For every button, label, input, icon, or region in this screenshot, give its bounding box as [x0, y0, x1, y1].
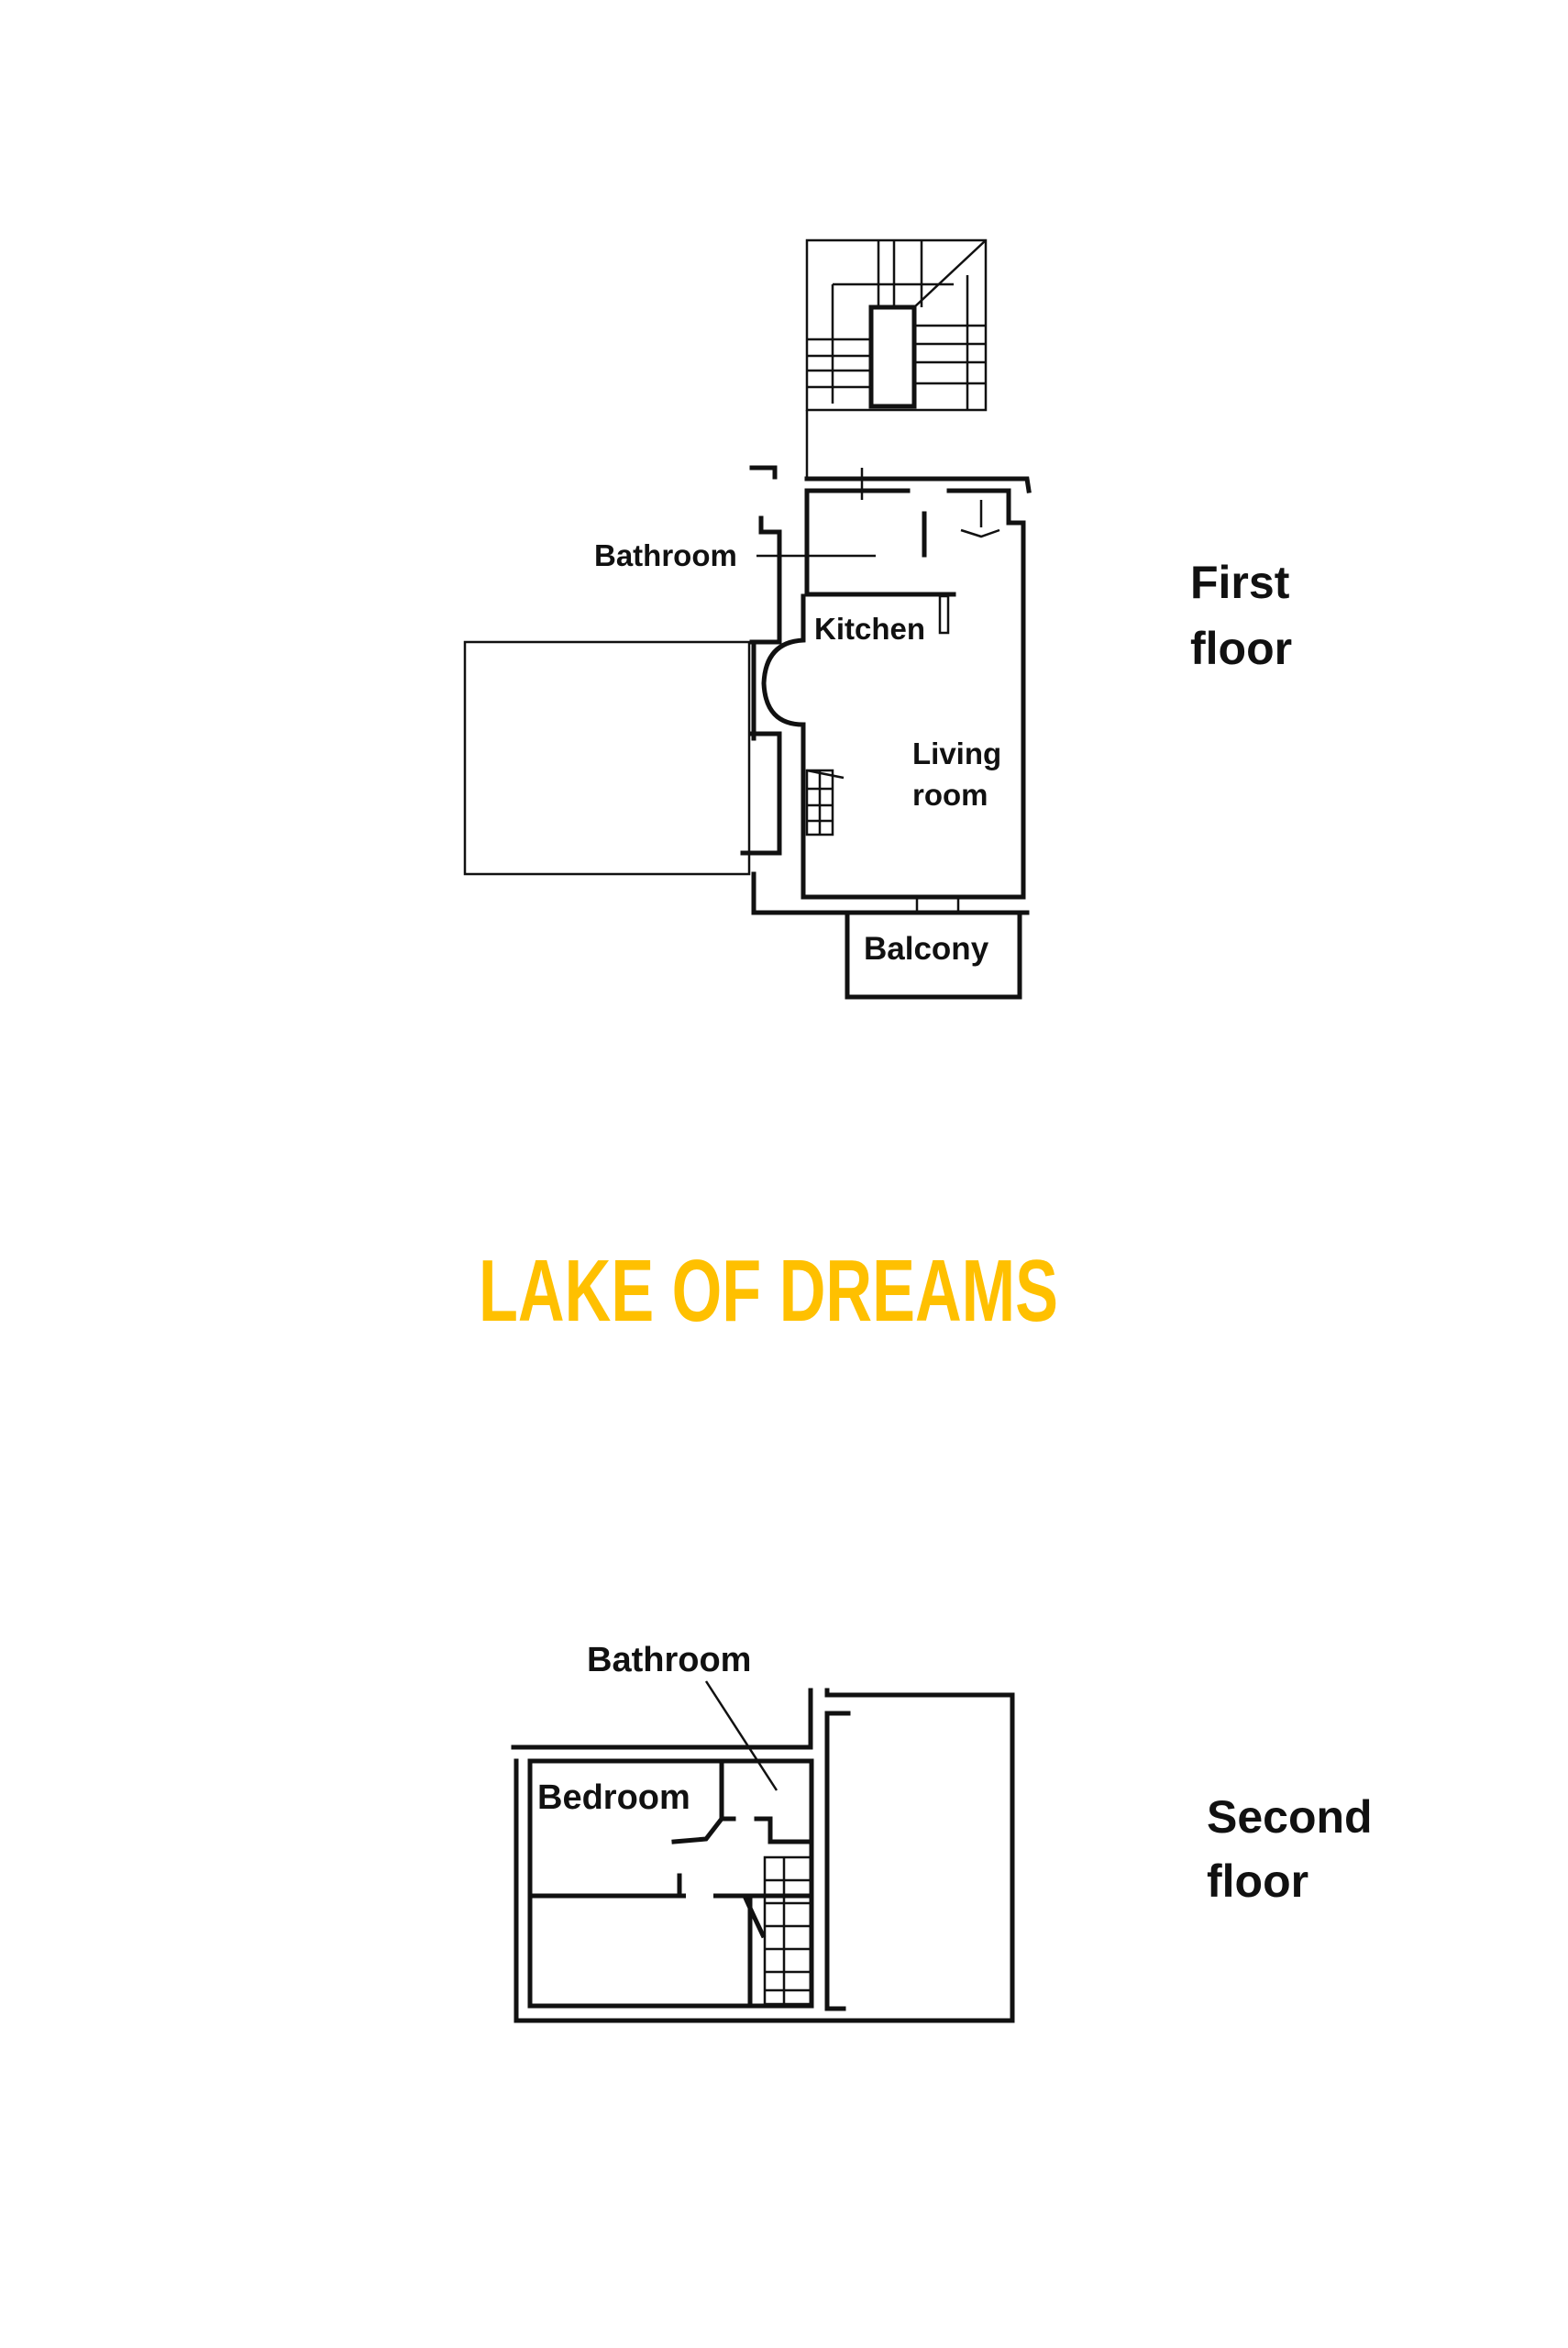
label-bathroom-second: Bathroom — [587, 1641, 751, 1679]
label-living-room-line2: room — [912, 778, 988, 812]
first-floor-heading-line2: floor — [1190, 623, 1292, 674]
second-floor-heading-line1: Second — [1207, 1791, 1373, 1843]
second-floor-stair — [763, 1855, 812, 2006]
adjacent-terrace — [463, 640, 751, 876]
first-floor-heading-line1: First — [1190, 557, 1290, 608]
lower-room — [527, 1893, 753, 2009]
balcony — [845, 910, 1022, 1000]
label-kitchen: Kitchen — [814, 612, 925, 646]
second-floor-plan: Bathroom Bedroom — [511, 1641, 1015, 2023]
first-floor-plan: Bathroom Kitchen Living room Balcony — [463, 238, 1032, 1000]
bathroom-leader-line-second — [704, 1680, 778, 1791]
page-title: LAKE OF DREAMS — [479, 1242, 1058, 1340]
label-bedroom: Bedroom — [537, 1778, 690, 1817]
label-balcony: Balcony — [864, 931, 989, 967]
stairwell — [805, 238, 988, 477]
apartment-walls — [761, 476, 1032, 900]
second-floor-heading-line2: floor — [1207, 1855, 1309, 1907]
adjacent-block — [824, 1688, 1015, 2023]
label-bathroom-first: Bathroom — [594, 538, 737, 572]
living-room-stair — [805, 769, 845, 836]
label-living-room-line1: Living — [912, 737, 1001, 770]
